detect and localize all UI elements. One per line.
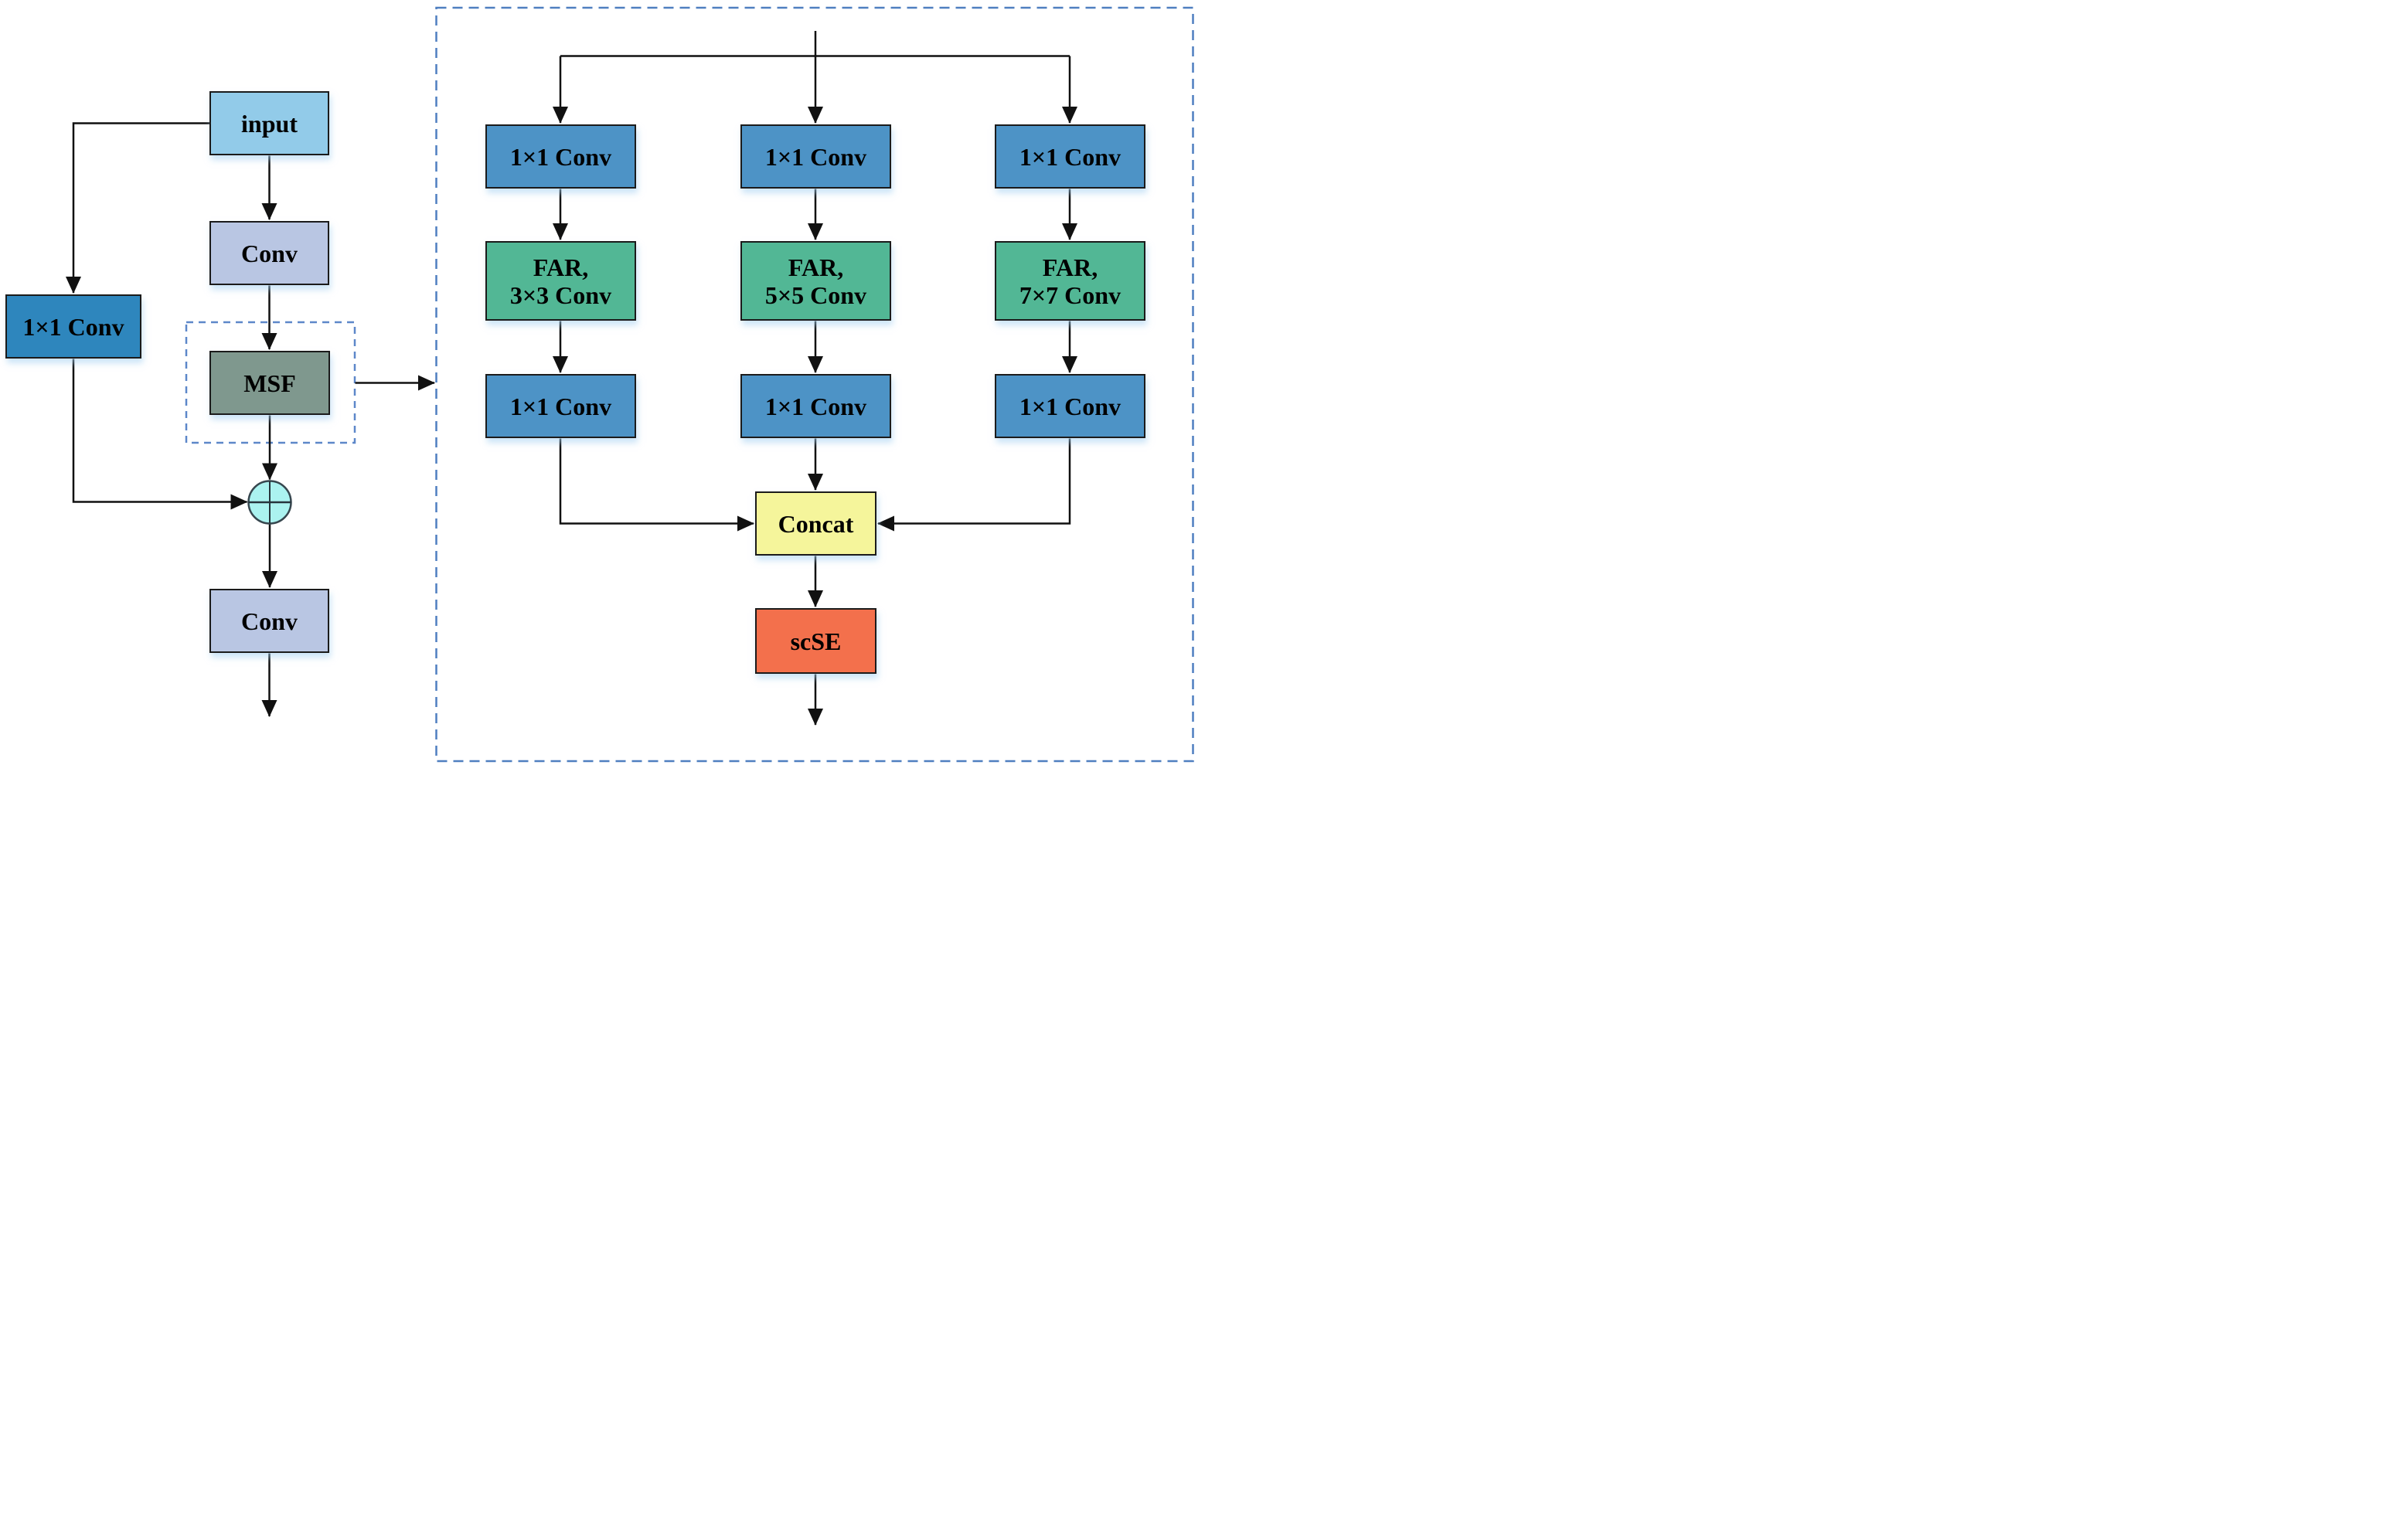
connectors-layer	[66, 6, 1194, 763]
branch3-far-line1: FAR,	[1042, 253, 1098, 281]
sum-node	[247, 480, 292, 525]
branch2-conv-out-label: 1×1 Conv	[764, 392, 867, 420]
branch1-conv-out-label: 1×1 Conv	[509, 392, 612, 420]
scse-box: scSE	[755, 608, 876, 674]
branch1-conv-out-box: 1×1 Conv	[485, 374, 636, 438]
branch1-far-box: FAR, 3×3 Conv	[485, 241, 636, 321]
conv-top-label: Conv	[241, 239, 298, 267]
branch1-conv-in-box: 1×1 Conv	[485, 124, 636, 189]
branch2-far-box: FAR, 5×5 Conv	[740, 241, 891, 321]
input-box: input	[209, 91, 329, 155]
skip-1x1-conv-label: 1×1 Conv	[22, 312, 124, 341]
branch2-conv-in-label: 1×1 Conv	[764, 142, 867, 171]
conv-bottom-box: Conv	[209, 589, 329, 653]
branch2-far-line2: 5×5 Conv	[764, 280, 867, 309]
branch3-conv-in-label: 1×1 Conv	[1019, 142, 1122, 171]
connector-right-concat	[877, 438, 1071, 532]
skip-1x1-conv-box: 1×1 Conv	[5, 294, 141, 359]
msf-module-dashed-box	[435, 6, 1194, 763]
branch3-far-box: FAR, 7×7 Conv	[995, 241, 1145, 321]
msf-box: MSF	[209, 351, 330, 415]
msf-label: MSF	[243, 369, 296, 397]
concat-box: Concat	[755, 491, 876, 556]
connector-skipconv-sum	[72, 359, 248, 510]
branch3-conv-out-label: 1×1 Conv	[1019, 392, 1122, 420]
branch2-conv-in-box: 1×1 Conv	[740, 124, 891, 189]
branch3-conv-out-box: 1×1 Conv	[995, 374, 1145, 438]
branch1-far-line2: 3×3 Conv	[509, 280, 612, 309]
figure-canvas: input Conv 1×1 Conv MSF Conv 1×1 Conv FA…	[0, 0, 1202, 770]
input-label: input	[241, 109, 298, 138]
branch1-conv-in-label: 1×1 Conv	[509, 142, 612, 171]
conv-bottom-label: Conv	[241, 607, 298, 635]
branch1-far-line1: FAR,	[533, 253, 589, 281]
conv-top-box: Conv	[209, 221, 329, 285]
branch2-far-line1: FAR,	[788, 253, 844, 281]
branch2-conv-out-box: 1×1 Conv	[740, 374, 891, 438]
connector-left-concat	[559, 438, 754, 532]
concat-label: Concat	[778, 509, 854, 538]
scse-label: scSE	[790, 627, 842, 655]
bran3-far-line2: 7×7 Conv	[1019, 280, 1122, 309]
branch3-conv-in-box: 1×1 Conv	[995, 124, 1145, 189]
connector-input-skipconv	[66, 122, 209, 294]
